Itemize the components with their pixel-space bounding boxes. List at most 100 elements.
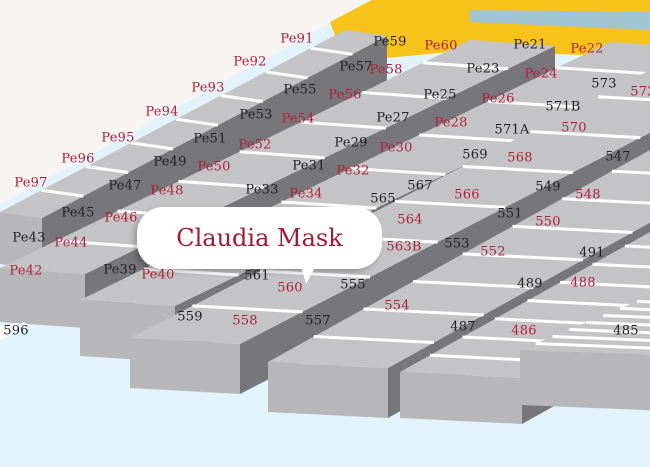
booth-label-571b[interactable]: 571B — [545, 99, 581, 115]
booth-label-pe21[interactable]: Pe21 — [513, 37, 547, 53]
callout-pointer — [300, 262, 318, 284]
booth-divider — [603, 313, 650, 319]
booth-label-pe46[interactable]: Pe46 — [104, 210, 138, 226]
booth-label-564[interactable]: 564 — [397, 212, 423, 228]
booth-divider — [559, 280, 650, 289]
booth-label-596[interactable]: 596 — [3, 323, 29, 339]
booth-label-567[interactable]: 567 — [407, 178, 433, 194]
booth-label-pe94[interactable]: Pe94 — [145, 104, 179, 120]
booth-label-pe50[interactable]: Pe50 — [197, 159, 231, 175]
booth-label-572[interactable]: 572 — [630, 84, 650, 100]
booth-label-570[interactable]: 570 — [561, 120, 587, 136]
booth-label-pe48[interactable]: Pe48 — [150, 183, 184, 199]
booth-label-pe54[interactable]: Pe54 — [281, 111, 315, 127]
booth-label-558[interactable]: 558 — [232, 313, 258, 329]
booth-label-569[interactable]: 569 — [462, 147, 488, 163]
booth-label-pe49[interactable]: Pe49 — [153, 154, 187, 170]
booth-divider — [350, 166, 446, 176]
booth-divider — [192, 304, 303, 314]
booth-label-566[interactable]: 566 — [454, 187, 480, 203]
booth-label-pe51[interactable]: Pe51 — [193, 131, 227, 147]
booth-divider — [562, 197, 650, 205]
booth-label-559[interactable]: 559 — [177, 309, 203, 325]
booth-divider — [395, 199, 506, 209]
booth-divider — [41, 188, 84, 198]
booth-label-pe23[interactable]: Pe23 — [466, 61, 500, 77]
booth-label-pe45[interactable]: Pe45 — [61, 205, 95, 221]
booth-label-pe95[interactable]: Pe95 — [101, 130, 135, 146]
booth-label-560[interactable]: 560 — [277, 280, 303, 296]
block-front-face — [0, 268, 85, 328]
booth-label-pe57[interactable]: Pe57 — [339, 59, 373, 75]
booth-label-552[interactable]: 552 — [480, 244, 506, 260]
booth-label-pe59[interactable]: Pe59 — [373, 34, 407, 50]
booth-label-pe25[interactable]: Pe25 — [423, 87, 457, 103]
booth-label-550[interactable]: 550 — [535, 214, 561, 230]
booth-divider — [178, 179, 264, 189]
booth-label-pe44[interactable]: Pe44 — [54, 235, 88, 251]
booth-label-pe40[interactable]: Pe40 — [141, 267, 175, 283]
booth-divider — [86, 165, 129, 174]
booth-label-pe39[interactable]: Pe39 — [103, 262, 137, 278]
booth-label-565[interactable]: 565 — [370, 191, 396, 207]
booth-label-555[interactable]: 555 — [340, 277, 366, 293]
booth-label-pe55[interactable]: Pe55 — [283, 82, 317, 98]
booth-label-pe43[interactable]: Pe43 — [12, 230, 46, 246]
booth-label-557[interactable]: 557 — [305, 313, 331, 329]
booth-label-485[interactable]: 485 — [613, 323, 639, 339]
booth-label-pe27[interactable]: Pe27 — [376, 110, 410, 126]
booth-label-489[interactable]: 489 — [517, 276, 543, 292]
booth-label-pe92[interactable]: Pe92 — [233, 54, 267, 70]
booth-label-553[interactable]: 553 — [444, 236, 470, 252]
booth-label-pe33[interactable]: Pe33 — [245, 182, 279, 198]
booth-divider — [592, 262, 650, 269]
booth-divider — [569, 327, 650, 335]
booth-label-pe56[interactable]: Pe56 — [328, 87, 362, 103]
booth-divider — [586, 320, 650, 327]
booth-label-pe30[interactable]: Pe30 — [379, 140, 413, 156]
booth-label-pe53[interactable]: Pe53 — [239, 107, 273, 123]
booth-label-488[interactable]: 488 — [570, 275, 596, 291]
booth-label-547[interactable]: 547 — [605, 149, 631, 165]
booth-label-pe58[interactable]: Pe58 — [369, 62, 403, 78]
booth-label-pe47[interactable]: Pe47 — [108, 178, 142, 194]
booth-label-pe26[interactable]: Pe26 — [481, 91, 515, 107]
booth-label-pe96[interactable]: Pe96 — [61, 151, 95, 167]
booth-divider — [556, 66, 650, 76]
booth-label-pe31[interactable]: Pe31 — [292, 158, 326, 174]
booth-label-486[interactable]: 486 — [511, 323, 537, 339]
booth-divider — [281, 200, 377, 210]
booth-label-561[interactable]: 561 — [244, 268, 270, 284]
booth-divider — [363, 307, 484, 317]
booth-label-568[interactable]: 568 — [507, 150, 533, 166]
booth-label-pe34[interactable]: Pe34 — [289, 186, 323, 202]
booth-divider — [620, 306, 650, 312]
block-top-face — [400, 232, 650, 378]
booth-label-pe22[interactable]: Pe22 — [570, 41, 604, 57]
booth-label-pe97[interactable]: Pe97 — [14, 175, 48, 191]
booth-label-573[interactable]: 573 — [591, 76, 617, 92]
booth-label-pe93[interactable]: Pe93 — [191, 80, 225, 96]
booth-divider — [413, 279, 534, 289]
booth-label-pe52[interactable]: Pe52 — [238, 137, 272, 153]
booth-label-pe29[interactable]: Pe29 — [334, 135, 368, 151]
booth-label-pe28[interactable]: Pe28 — [434, 115, 468, 131]
booth-divider — [462, 164, 573, 174]
booth-label-563b[interactable]: 563B — [386, 239, 422, 255]
booth-divider — [0, 329, 15, 335]
booth-label-549[interactable]: 549 — [535, 179, 561, 195]
booth-label-pe42[interactable]: Pe42 — [9, 263, 43, 279]
booth-label-pe32[interactable]: Pe32 — [336, 163, 370, 179]
booth-label-pe91[interactable]: Pe91 — [280, 31, 314, 47]
booth-label-491[interactable]: 491 — [579, 245, 605, 261]
booth-label-571a[interactable]: 571A — [494, 122, 530, 138]
booth-label-551[interactable]: 551 — [497, 206, 523, 222]
booth-label-548[interactable]: 548 — [575, 187, 601, 203]
booth-callout[interactable]: Claudia Mask — [137, 207, 382, 269]
booth-divider — [597, 95, 650, 102]
booth-label-pe60[interactable]: Pe60 — [424, 38, 458, 54]
booth-label-554[interactable]: 554 — [384, 298, 410, 314]
booth-label-487[interactable]: 487 — [450, 319, 476, 335]
booth-label-pe24[interactable]: Pe24 — [524, 66, 558, 82]
block-top-face — [268, 150, 650, 368]
